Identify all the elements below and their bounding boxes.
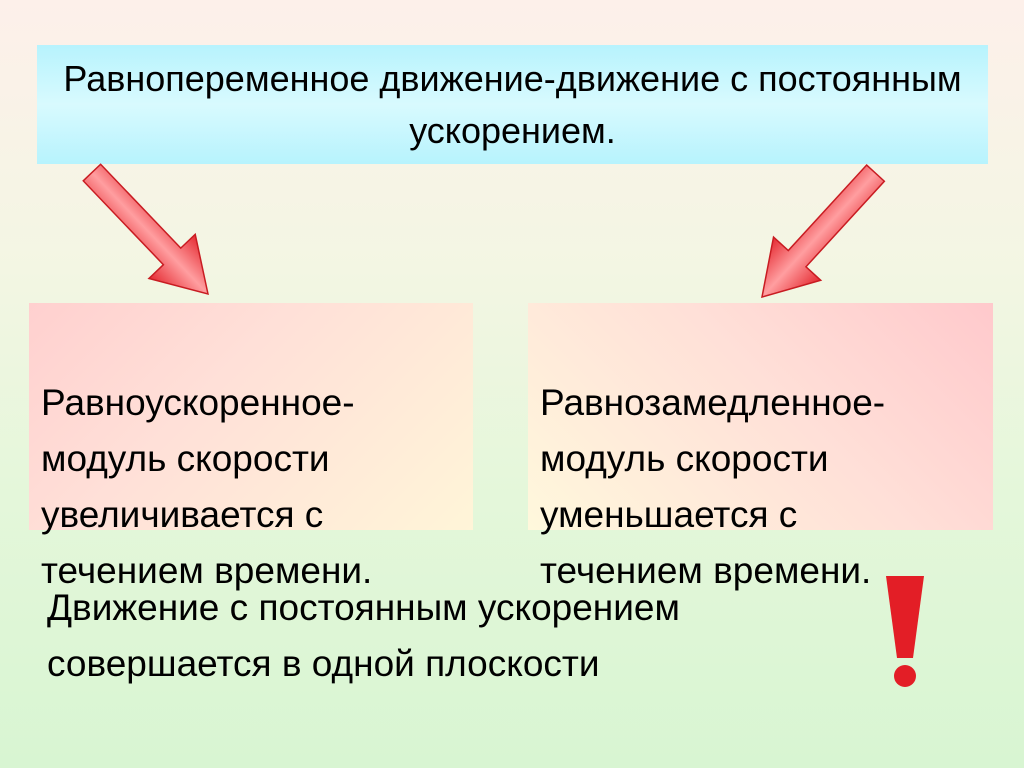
plane-note: Движение с постоянным ускорением соверша… [47,587,680,684]
exclamation-icon [886,576,924,687]
arrow-down-right-icon [761,163,886,299]
arrow-down-left-icon [82,163,209,296]
title-box: Равнопеременное движение-движение с пост… [37,45,988,164]
uniformly-accelerated-text: Равноускоренное- модуль скорости увеличи… [41,382,373,591]
uniformly-accelerated-box: Равноускоренное- модуль скорости увеличи… [29,303,473,591]
slide-title: Равнопеременное движение-движение с пост… [63,57,962,151]
uniformly-decelerated-text: Равнозамедленное- модуль скорости уменьш… [540,382,886,591]
uniformly-decelerated-box: Равнозамедленное- модуль скорости уменьш… [528,303,993,591]
